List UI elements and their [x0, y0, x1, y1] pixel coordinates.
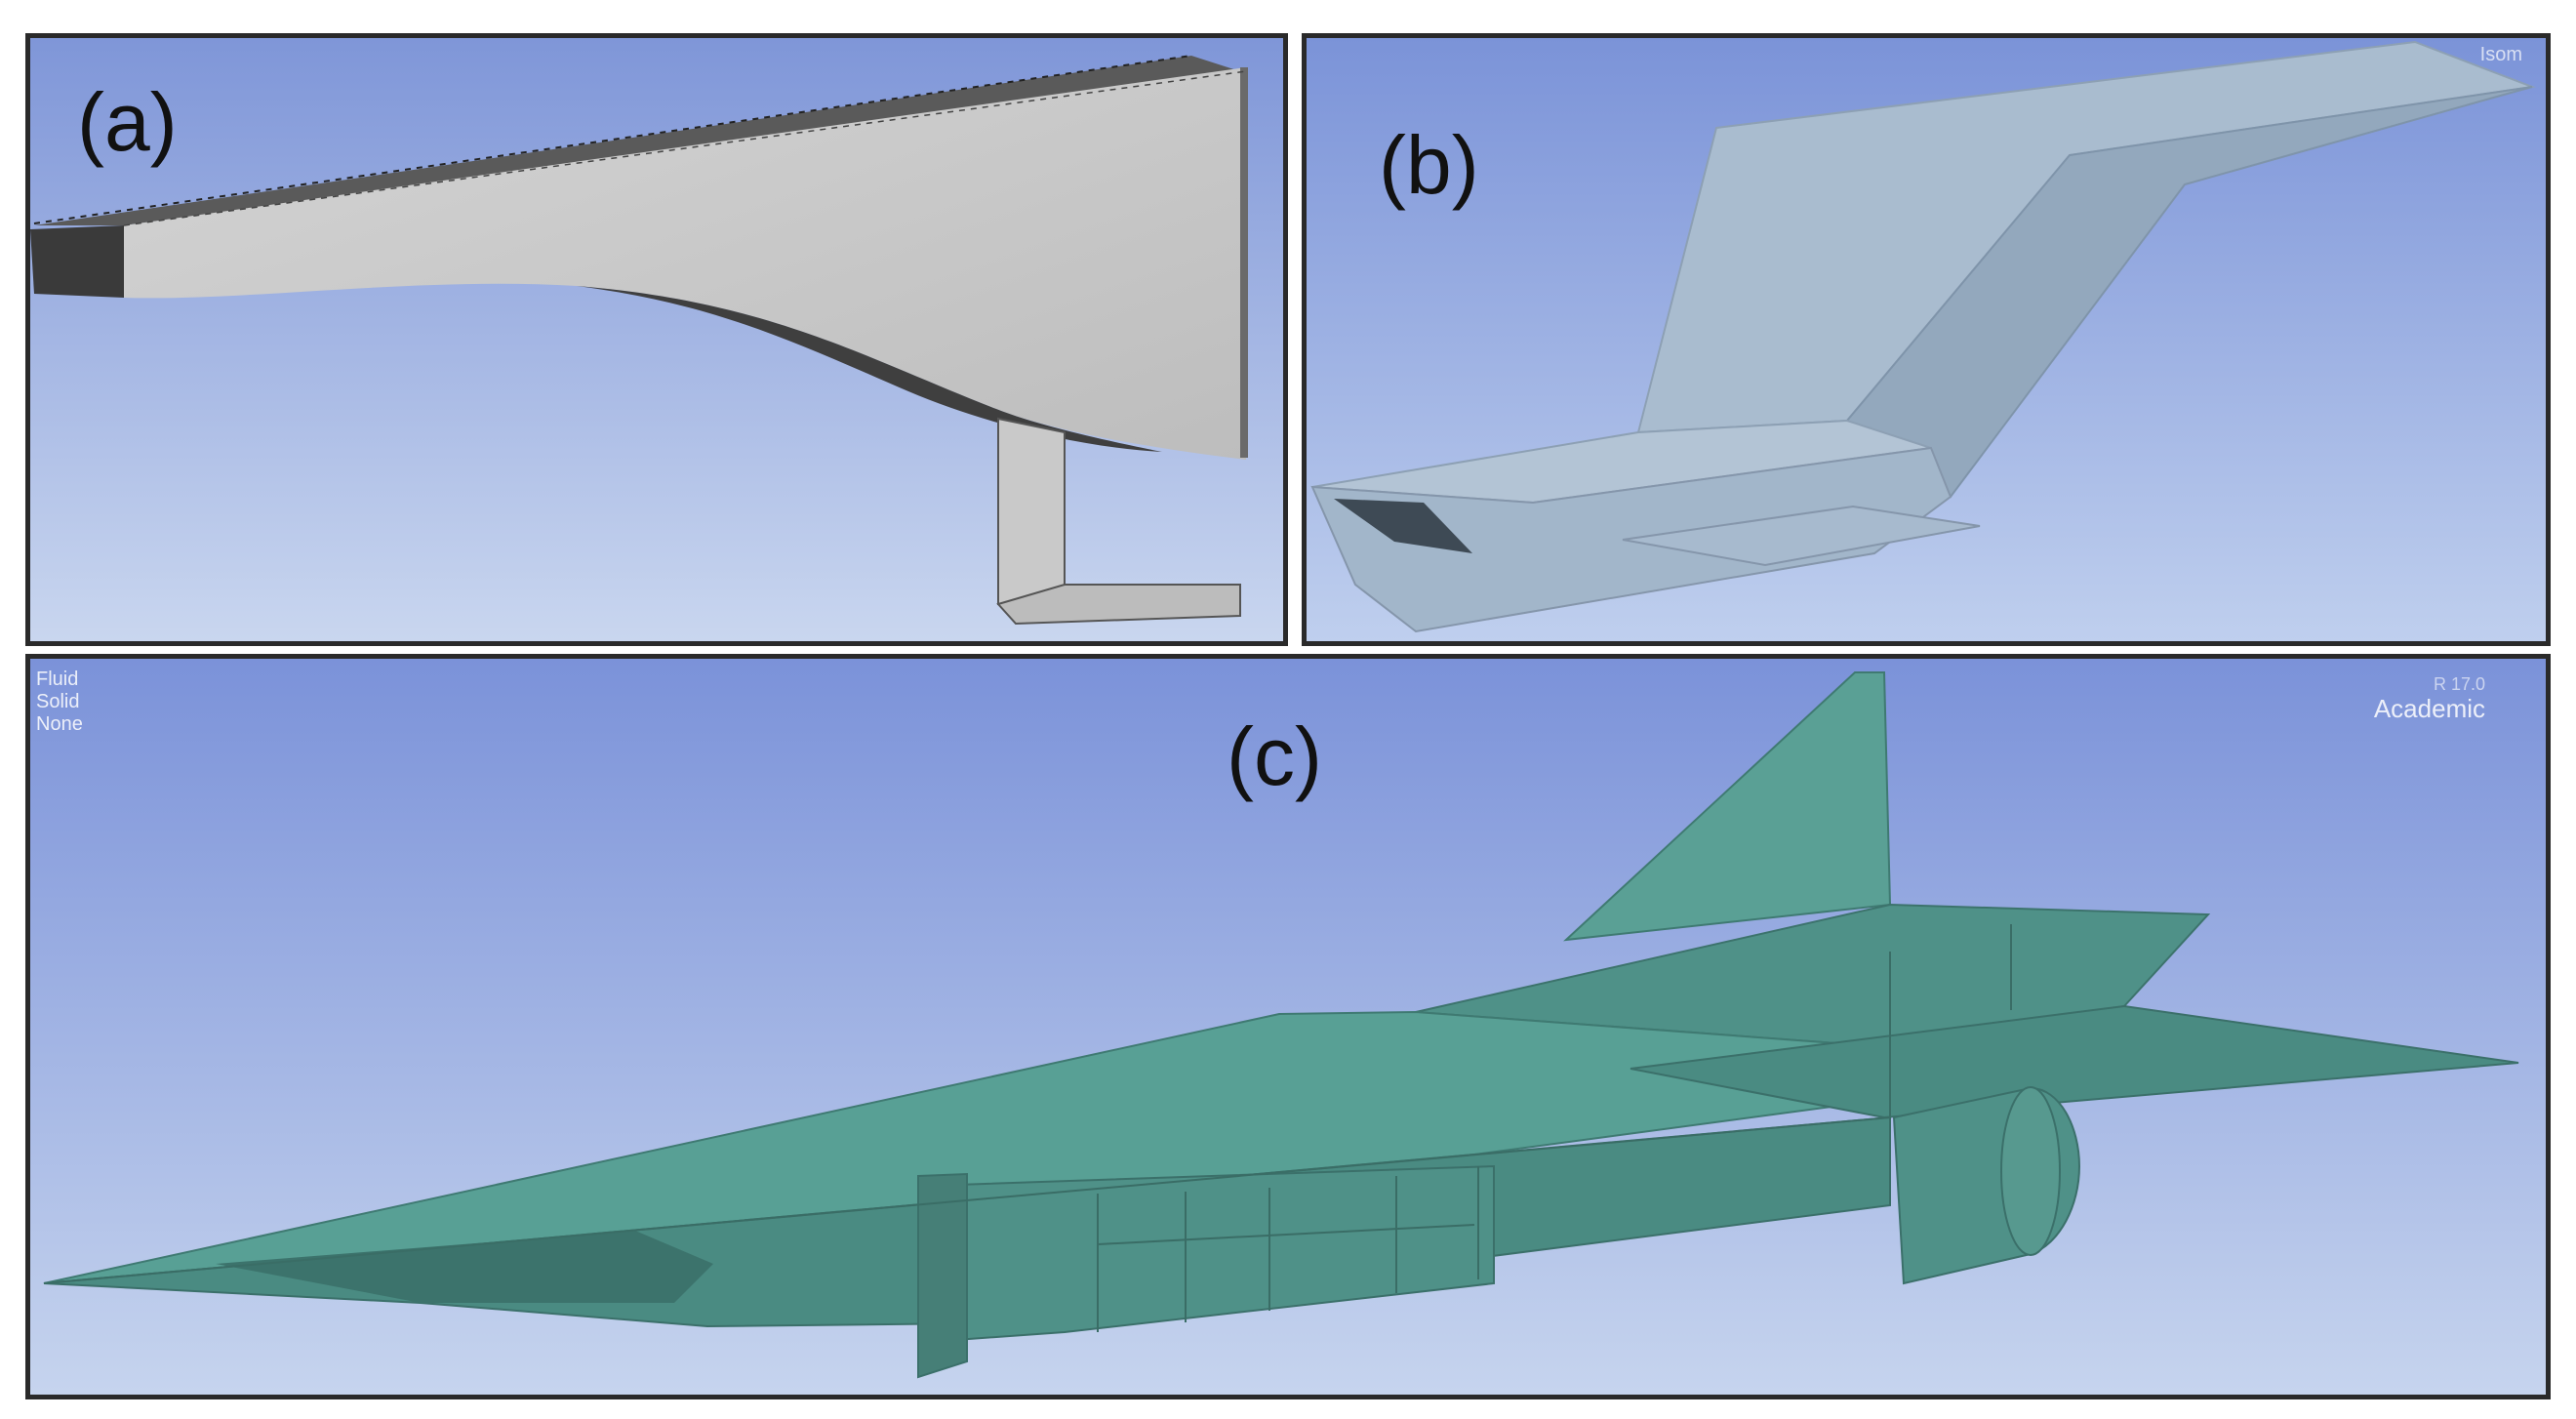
inlet-underside	[577, 286, 1162, 452]
panel-label-c: (c)	[1227, 710, 1322, 802]
ventral-fin	[917, 1172, 968, 1379]
inlet-strut	[997, 417, 1066, 605]
legend-item: None	[36, 713, 83, 735]
inlet-base-plate	[996, 584, 1241, 626]
duct-model-render	[1307, 38, 2546, 641]
watermark-text: Academic	[2373, 693, 2485, 723]
inlet-back-edge	[1240, 67, 1248, 458]
forebody-underside	[216, 1231, 713, 1303]
duct-inlet-opening	[1334, 499, 1472, 553]
lower-wing	[1630, 1004, 2519, 1119]
viewport-corner-text: Isom	[2479, 44, 2522, 65]
panel-label-a: (a)	[77, 76, 178, 168]
legend-item: Fluid	[36, 669, 79, 690]
panel-label-b: (b)	[1379, 119, 1479, 211]
vehicle-model-render	[30, 659, 2546, 1395]
vertical-tail	[1563, 671, 1892, 942]
inlet-side-face	[124, 67, 1246, 460]
legend-item: Solid	[36, 691, 80, 712]
viewport-panel-a[interactable]: (a)	[25, 33, 1288, 646]
duct-fin	[1622, 505, 1981, 567]
viewport-panel-c[interactable]: (c) Fluid Solid None R 17.0 Academic	[25, 654, 2551, 1399]
inlet-top-edge	[34, 56, 1246, 225]
viewport-legend: Fluid Solid None	[36, 669, 83, 736]
academic-watermark: R 17.0 Academic	[2374, 674, 2485, 724]
inlet-nose	[30, 225, 124, 298]
panel-lines	[43, 924, 2012, 1332]
viewport-panel-b[interactable]: (b) Isom	[1302, 33, 2551, 646]
watermark-version: R 17.0	[2433, 674, 2485, 694]
inlet-model-render	[30, 38, 1283, 641]
